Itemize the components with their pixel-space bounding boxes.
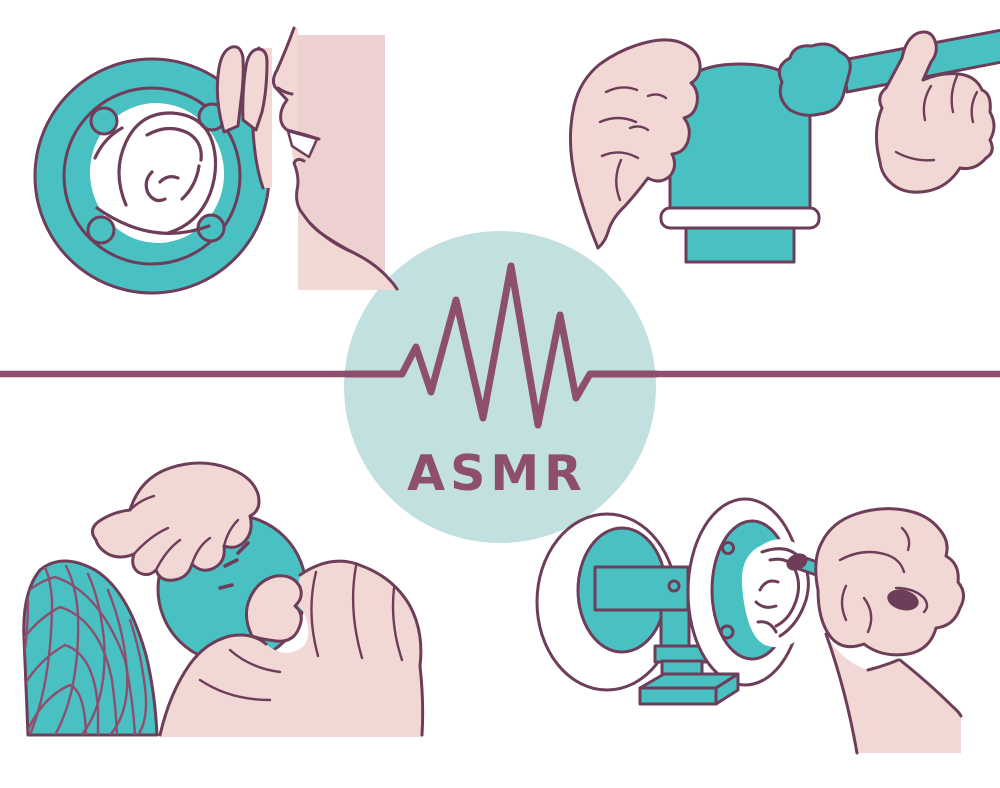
finger-creases xyxy=(838,526,929,634)
cupped-hand xyxy=(215,45,272,190)
swab-back-tip xyxy=(887,589,919,611)
left-hand xyxy=(91,461,261,582)
microphone-body xyxy=(684,224,796,264)
ear-mic-inner-ring xyxy=(62,86,242,266)
finger xyxy=(215,45,245,134)
mesh-head xyxy=(22,559,159,737)
stand-base xyxy=(638,672,740,706)
swab-tip xyxy=(786,553,808,571)
teeth xyxy=(286,129,319,159)
finger-creases xyxy=(894,74,979,162)
scene-tapping-sphere xyxy=(22,461,425,737)
bar-screw xyxy=(667,579,681,593)
hand-outline xyxy=(158,559,425,737)
finger-creases xyxy=(128,494,240,572)
fist xyxy=(814,507,965,657)
tap-marks xyxy=(218,541,250,590)
scene-brushing-microphone xyxy=(568,28,1000,264)
binaural-ear-microphone xyxy=(33,57,271,295)
scene-whisper-into-ear-microphone xyxy=(33,26,399,295)
disc-screw xyxy=(719,624,735,640)
right-hand xyxy=(158,559,425,737)
hand xyxy=(814,507,965,755)
forearm xyxy=(826,634,961,753)
finger-creases xyxy=(198,564,404,702)
finger xyxy=(241,47,269,132)
ear-pad xyxy=(89,103,225,243)
asmr-label: ASMR xyxy=(407,445,587,502)
ear-drawing xyxy=(754,547,810,638)
left-hand xyxy=(568,38,702,250)
center-circle xyxy=(344,231,656,543)
screws xyxy=(86,102,227,245)
microphone-band xyxy=(659,206,821,230)
right-hand xyxy=(875,30,996,194)
disc-screw xyxy=(721,541,735,555)
ear-drawing xyxy=(93,111,218,235)
scene-ear-cleaning-microphone xyxy=(535,497,965,755)
sound-wave-icon xyxy=(342,262,660,429)
brush-bristles xyxy=(777,42,852,117)
thumb-and-index xyxy=(245,574,303,643)
whispering-face xyxy=(273,28,398,290)
arm-outline xyxy=(824,632,963,755)
finger-creases xyxy=(598,86,668,202)
center-badge: ASMR xyxy=(342,231,660,543)
